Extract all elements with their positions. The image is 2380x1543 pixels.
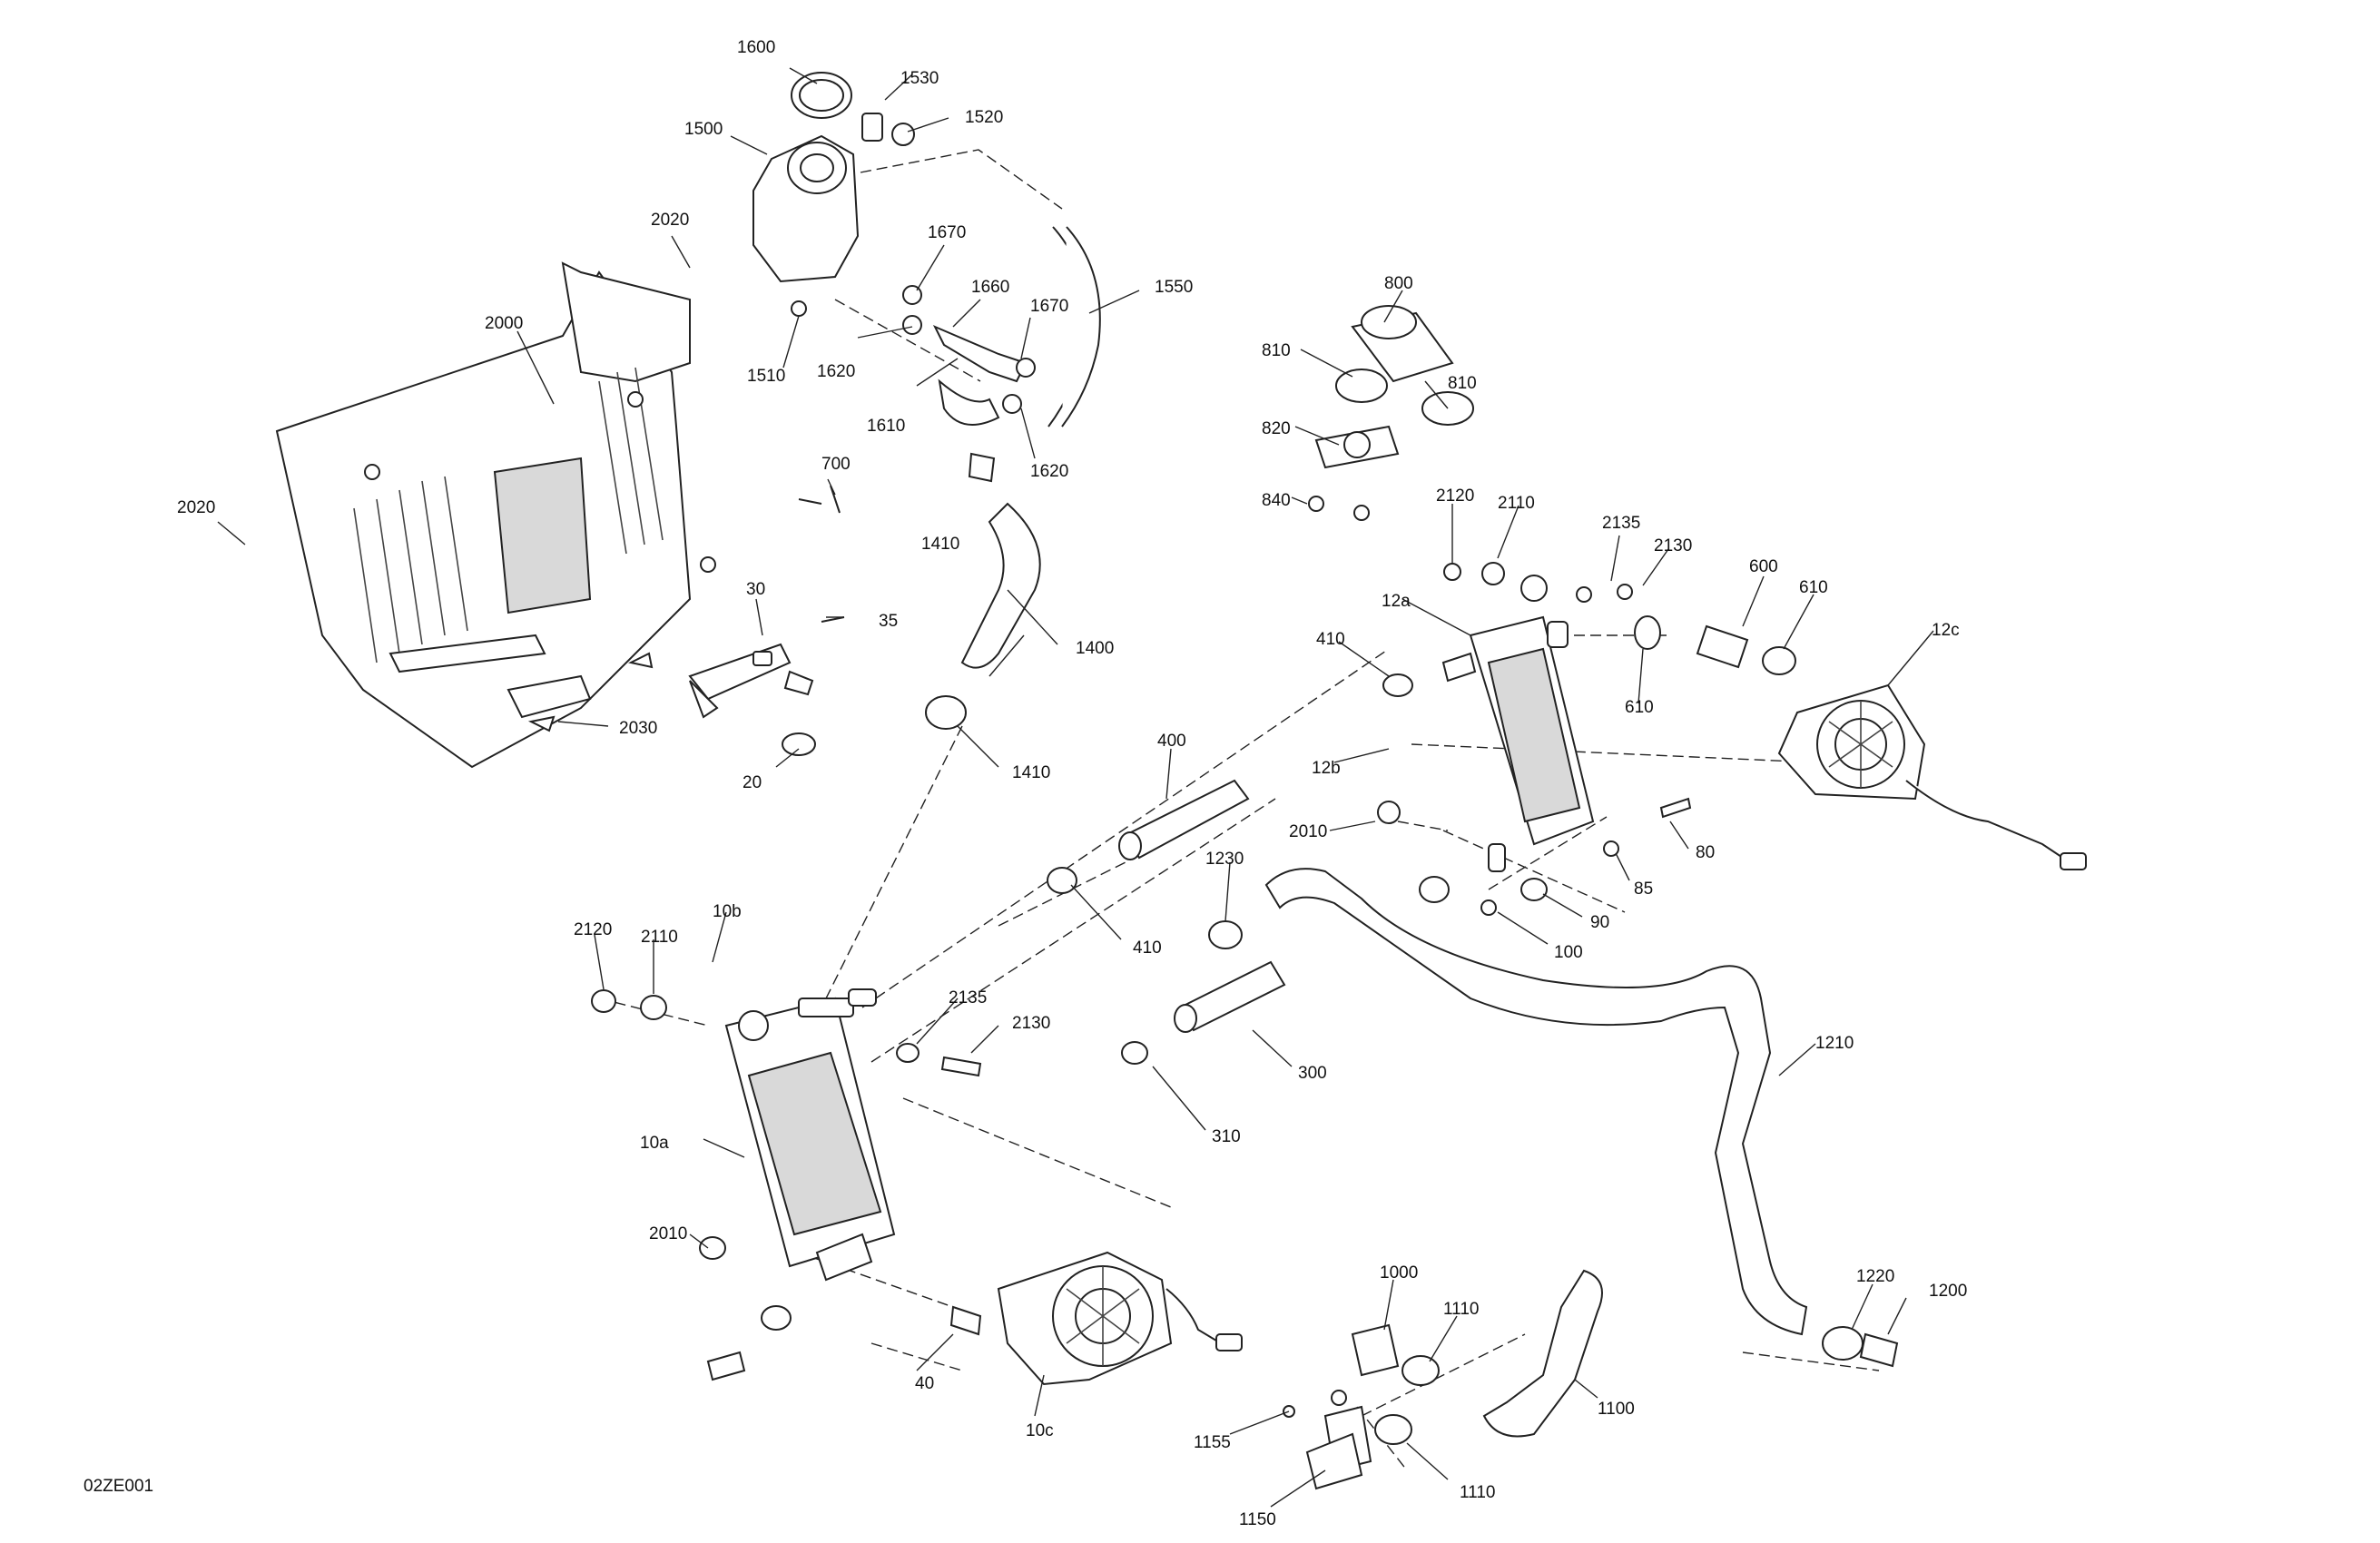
label-2110-left: 2110 bbox=[641, 928, 678, 947]
label-2010-left: 2010 bbox=[649, 1224, 687, 1243]
label-600: 600 bbox=[1749, 557, 1778, 576]
label-80: 80 bbox=[1696, 843, 1715, 862]
label-12a: 12a bbox=[1382, 592, 1411, 611]
label-35: 35 bbox=[879, 612, 898, 631]
label-10c: 10c bbox=[1026, 1421, 1054, 1440]
label-1200: 1200 bbox=[1929, 1282, 1967, 1301]
label-40: 40 bbox=[915, 1374, 934, 1393]
radiator-12a bbox=[1382, 575, 1595, 872]
label-1220: 1220 bbox=[1856, 1267, 1894, 1286]
label-800: 800 bbox=[1384, 274, 1413, 293]
bracket-30-group bbox=[527, 485, 845, 756]
label-700: 700 bbox=[821, 455, 851, 474]
label-1410-bottom: 1410 bbox=[1012, 763, 1050, 782]
label-810-right: 810 bbox=[1448, 374, 1477, 393]
leader-lines bbox=[217, 67, 1934, 1508]
label-820: 820 bbox=[1262, 419, 1291, 438]
radiator-10a bbox=[591, 988, 982, 1381]
pipe-300 bbox=[1174, 960, 1286, 1033]
label-90: 90 bbox=[1590, 913, 1609, 932]
label-300: 300 bbox=[1298, 1064, 1327, 1083]
label-2120-left: 2120 bbox=[574, 920, 612, 939]
label-1000: 1000 bbox=[1380, 1263, 1418, 1283]
label-840: 840 bbox=[1262, 491, 1291, 510]
label-1110-top: 1110 bbox=[1443, 1300, 1479, 1319]
label-1155: 1155 bbox=[1194, 1433, 1231, 1452]
label-610-bottom: 610 bbox=[1625, 698, 1654, 717]
label-1620-a: 1620 bbox=[817, 362, 855, 381]
label-400: 400 bbox=[1157, 732, 1186, 751]
small-hardware bbox=[700, 556, 1796, 1065]
label-2020-top: 2020 bbox=[651, 211, 689, 230]
label-1610: 1610 bbox=[867, 417, 905, 436]
label-2130-top: 2130 bbox=[1654, 536, 1692, 555]
label-1110-bottom: 1110 bbox=[1460, 1483, 1495, 1502]
label-12c: 12c bbox=[1932, 621, 1960, 640]
label-1670-a: 1670 bbox=[928, 223, 966, 242]
label-2135-left: 2135 bbox=[949, 988, 987, 1007]
label-1670-b: 1670 bbox=[1030, 297, 1068, 316]
label-1600: 1600 bbox=[737, 38, 775, 57]
label-1520: 1520 bbox=[965, 108, 1003, 127]
fan-10c bbox=[997, 1251, 1243, 1386]
hose-1210 bbox=[1264, 868, 1899, 1368]
label-2135-top: 2135 bbox=[1602, 514, 1640, 533]
part-labels: 1600 1530 1520 1500 2020 1670 1660 1550 … bbox=[84, 38, 1967, 1529]
fan-12c bbox=[1777, 683, 2087, 870]
label-2120-top: 2120 bbox=[1436, 486, 1474, 506]
label-1410-top: 1410 bbox=[921, 535, 959, 554]
label-2010-right: 2010 bbox=[1289, 822, 1327, 841]
label-12b: 12b bbox=[1312, 759, 1341, 778]
hose-1100 bbox=[1283, 1269, 1603, 1490]
label-1620-b: 1620 bbox=[1030, 462, 1068, 481]
upper-hoses bbox=[902, 226, 1101, 483]
label-1230: 1230 bbox=[1205, 850, 1244, 869]
label-2020-left: 2020 bbox=[177, 498, 215, 517]
label-1400: 1400 bbox=[1076, 639, 1114, 658]
label-2110-top: 2110 bbox=[1498, 494, 1535, 513]
assembly-lines bbox=[598, 149, 1880, 1471]
label-2130-left: 2130 bbox=[1012, 1014, 1050, 1033]
diagram-code: 02ZE001 bbox=[84, 1477, 153, 1496]
label-1550: 1550 bbox=[1155, 278, 1193, 297]
label-20: 20 bbox=[743, 773, 762, 792]
label-10b: 10b bbox=[713, 902, 742, 921]
label-10a: 10a bbox=[640, 1134, 669, 1153]
expansion-tank-1500 bbox=[752, 72, 915, 317]
label-1530: 1530 bbox=[900, 69, 939, 88]
label-1150: 1150 bbox=[1239, 1510, 1276, 1529]
hose-1400 bbox=[925, 502, 1041, 730]
label-410-top: 410 bbox=[1316, 630, 1345, 649]
label-1510: 1510 bbox=[747, 367, 785, 386]
label-1210: 1210 bbox=[1815, 1034, 1854, 1053]
fan-collar-800-group bbox=[1308, 305, 1474, 521]
label-1500: 1500 bbox=[684, 120, 723, 139]
label-1100: 1100 bbox=[1598, 1400, 1635, 1419]
label-30: 30 bbox=[746, 580, 765, 599]
label-810-left: 810 bbox=[1262, 341, 1291, 360]
label-610-top: 610 bbox=[1799, 578, 1828, 597]
label-85: 85 bbox=[1634, 880, 1653, 899]
label-100: 100 bbox=[1554, 943, 1583, 962]
label-2000: 2000 bbox=[485, 314, 523, 333]
label-1660: 1660 bbox=[971, 278, 1009, 297]
intake-shroud-2000 bbox=[275, 261, 692, 769]
pipe-400 bbox=[1118, 779, 1250, 860]
label-410-bottom: 410 bbox=[1133, 939, 1162, 958]
label-310: 310 bbox=[1212, 1127, 1241, 1146]
label-2030: 2030 bbox=[619, 719, 657, 738]
